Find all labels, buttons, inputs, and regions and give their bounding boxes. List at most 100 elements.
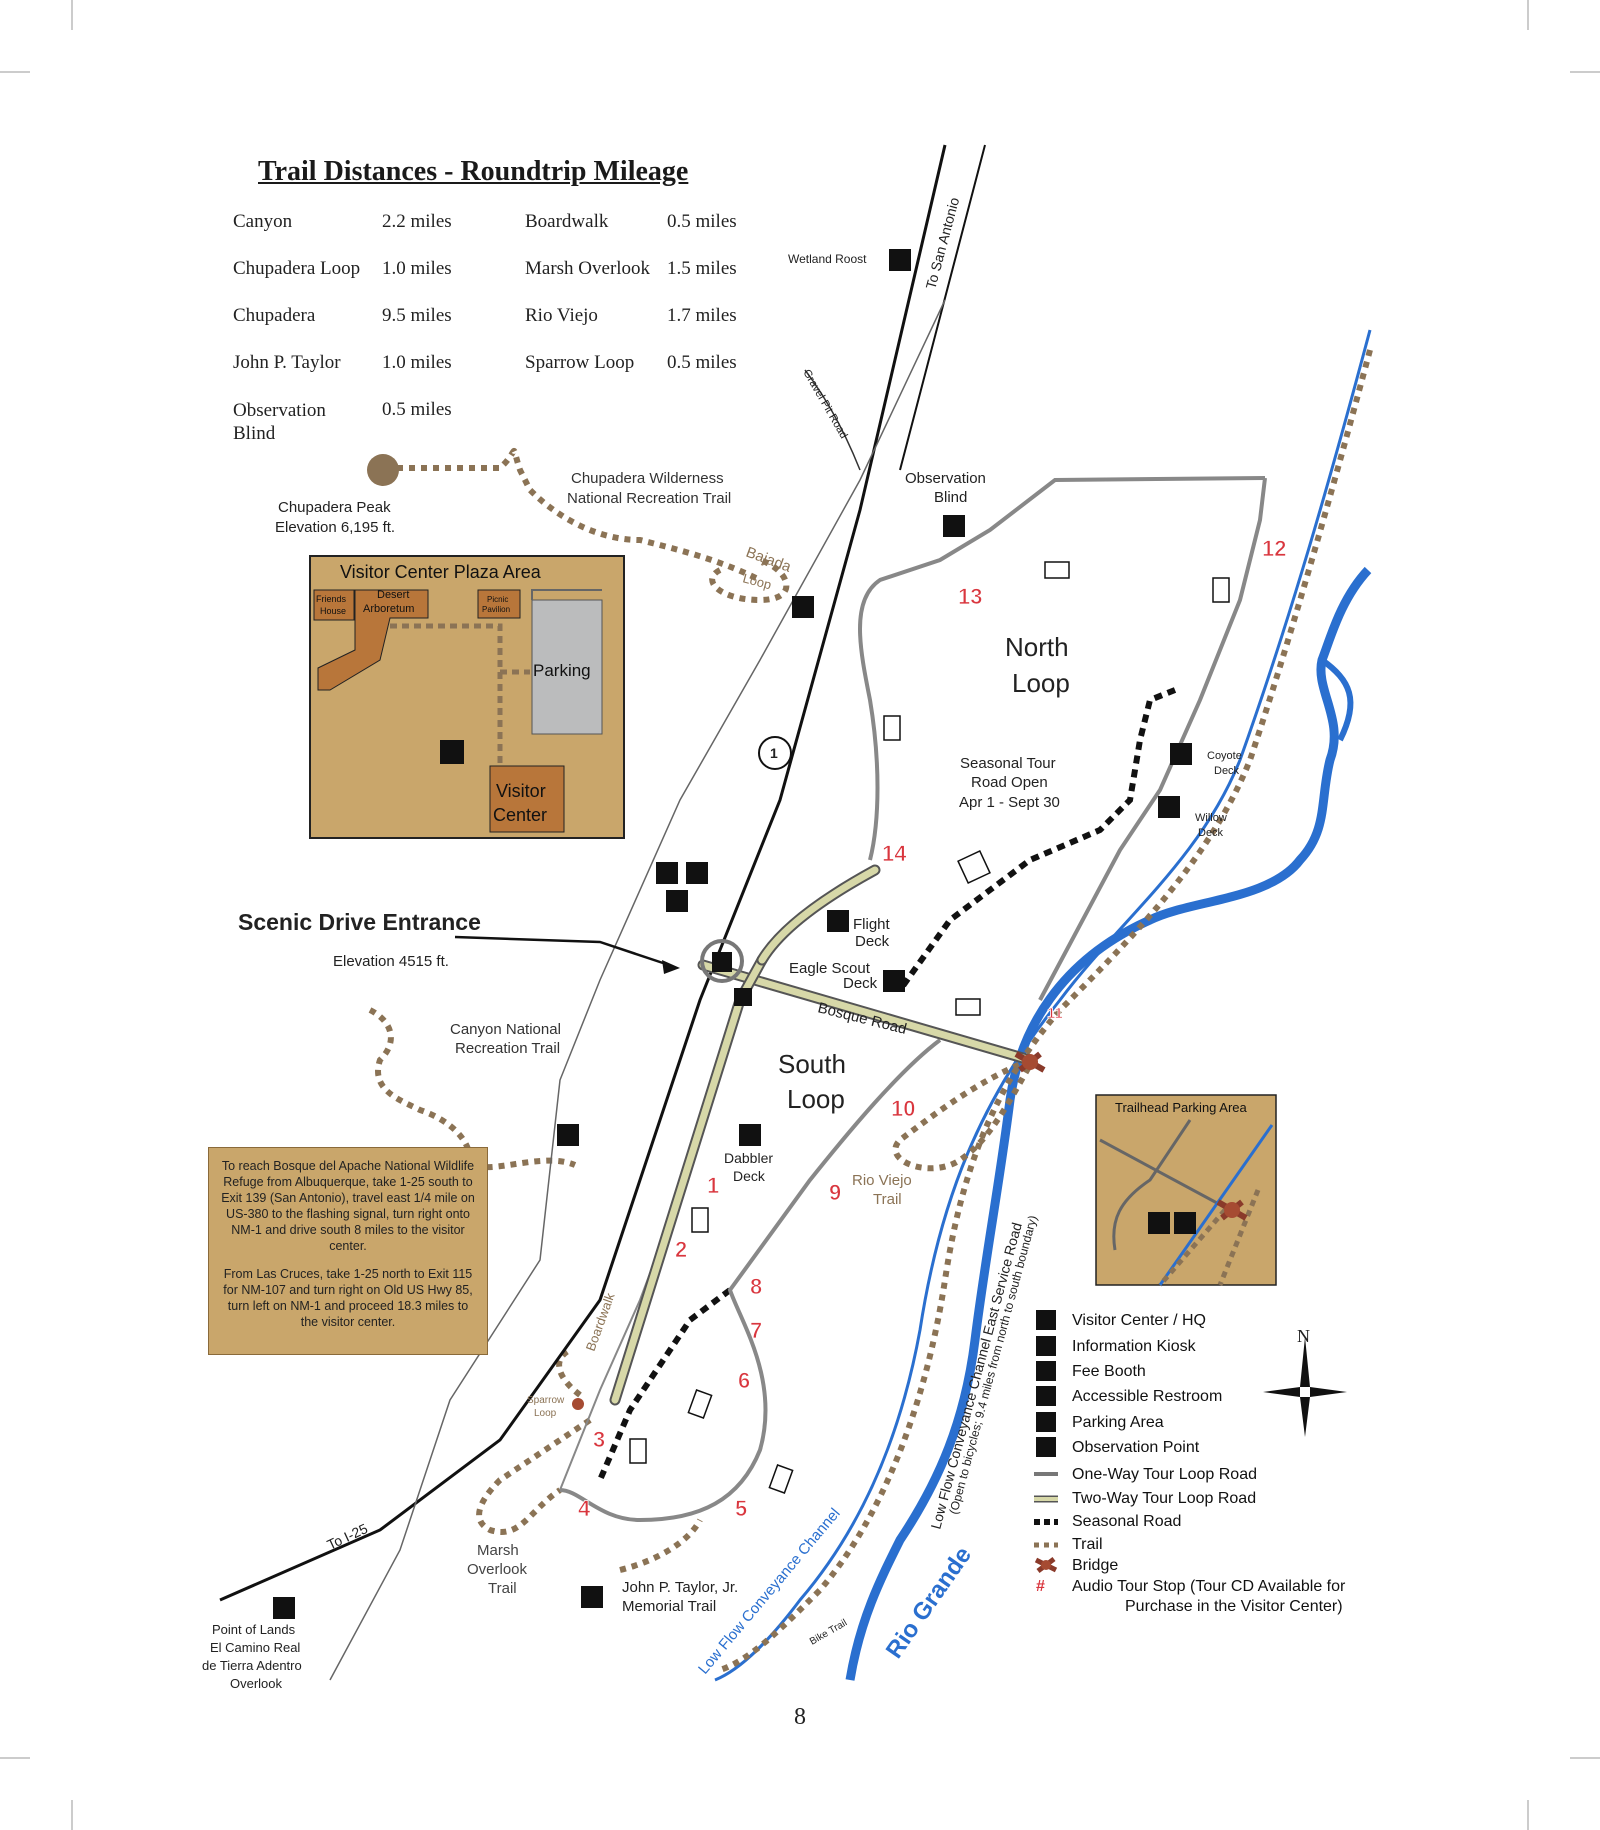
- trail-lines: [368, 349, 1373, 1673]
- audio-stop-6: 6: [738, 1368, 750, 1393]
- trail-name: Boardwalk: [525, 211, 609, 232]
- desert-arboretum-label: Arboretum: [363, 603, 414, 615]
- audio-stop-2: 2: [675, 1237, 687, 1262]
- parking-icon: [1148, 1212, 1170, 1234]
- trail-name: Rio Viejo: [525, 305, 598, 326]
- east-service-road-label: Low Flow Conveyance Channel East Service…: [927, 1221, 1024, 1531]
- seasonal-road-north: [897, 687, 1177, 992]
- legend-label: Information Kiosk: [1072, 1338, 1196, 1355]
- directions-box: To reach Bosque del Apache National Wild…: [208, 1147, 488, 1355]
- two-way-roads: [609, 864, 1036, 1406]
- point-of-lands-label: Overlook: [230, 1676, 283, 1691]
- audio-stop-10: 10: [891, 1096, 915, 1121]
- legend-row: Fee Booth: [1072, 1361, 1146, 1383]
- dabbler-deck-label: Deck: [733, 1168, 766, 1184]
- trailhead-inset: [1095, 1094, 1277, 1287]
- east-service-road-trail: [719, 349, 1373, 1673]
- wetland-roost-label: Wetland Roost: [788, 252, 867, 266]
- chupadera-peak-label: Chupadera Peak: [278, 499, 391, 516]
- to-i25-label: To I-25: [325, 1520, 371, 1553]
- willow-deck-label: Willow: [1195, 812, 1227, 824]
- trail-name: John P. Taylor: [233, 352, 341, 373]
- chupadera-trail-label: National Recreation Trail: [567, 490, 731, 507]
- sparrow-loop: [556, 1347, 582, 1398]
- accessible-restroom-icon: [440, 740, 464, 764]
- point-of-lands-label: El Camino Real: [210, 1640, 300, 1655]
- legend-row: Parking Area: [1072, 1412, 1164, 1434]
- trail-miles: 2.2 miles: [382, 211, 452, 232]
- seasonal-road-label: Road Open: [971, 774, 1048, 791]
- audio-stop-5: 5: [735, 1496, 747, 1521]
- legend-label: Observation Point: [1072, 1439, 1200, 1456]
- bosque-road-label: Bosque Road: [816, 999, 908, 1037]
- rio-viejo-label: Rio Viejo: [852, 1172, 912, 1189]
- visitor-center-label: Visitor: [496, 781, 546, 801]
- trailhead-title: Trailhead Parking Area: [1115, 1100, 1248, 1115]
- highway-nm1: [219, 144, 947, 1602]
- mileage-title: Trail Distances - Roundtrip Mileage: [258, 156, 689, 187]
- observation-point-icon: [943, 515, 965, 537]
- rio-viejo-trail: [892, 1057, 1033, 1172]
- willow-deck-label: Deck: [1198, 827, 1224, 839]
- picnic-pavilion-label: Pavilion: [482, 605, 510, 614]
- canyon-trail-label: Recreation Trail: [455, 1040, 560, 1057]
- bike-trail-label: Bike Trail: [808, 1618, 849, 1648]
- bajada-loop-label: Loop: [741, 570, 773, 592]
- trail-miles: 1.0 miles: [382, 352, 452, 373]
- friends-house-label: Friends: [316, 594, 347, 604]
- chupadera-peak-marker: [367, 454, 399, 486]
- legend-label: Purchase in the Visitor Center): [1125, 1598, 1343, 1615]
- jpt-trail: [619, 1518, 703, 1573]
- legend-label: Visitor Center / HQ: [1072, 1312, 1206, 1329]
- audio-stop-9: 9: [829, 1180, 841, 1205]
- seasonal-road-label: Seasonal Tour: [960, 755, 1056, 772]
- point-of-lands-label: Point of Lands: [212, 1622, 296, 1637]
- eagle-scout-deck-label: Deck: [843, 975, 878, 992]
- trail-miles: 0.5 miles: [382, 399, 452, 420]
- seasonal-road-label: Apr 1 - Sept 30: [959, 794, 1060, 811]
- point-of-lands-label: de Tierra Adentro: [202, 1658, 302, 1673]
- trail-miles: 0.5 miles: [667, 352, 737, 373]
- legend-row: One-Way Tour Loop Road: [1072, 1464, 1257, 1486]
- audio-stop-3: 3: [593, 1427, 605, 1452]
- observation-point-icon: [1158, 796, 1180, 818]
- bridge-icon: [1216, 1199, 1248, 1221]
- north-arrow-icon: [1263, 1337, 1347, 1437]
- canyon-trail: [368, 1007, 577, 1171]
- south-loop-road: [559, 1038, 942, 1523]
- legend-row: Trail: [1072, 1534, 1103, 1556]
- observation-point-icon: [581, 1586, 603, 1608]
- plaza-title: Visitor Center Plaza Area: [340, 562, 542, 582]
- rio-grande-river: [845, 566, 1372, 1681]
- trail-miles: 1.5 miles: [667, 258, 737, 279]
- low-flow-channel: [714, 329, 1372, 1682]
- legend-row: Information Kiosk: [1072, 1336, 1196, 1358]
- scenic-drive-arrow: [454, 935, 673, 968]
- legend-label: Seasonal Road: [1072, 1513, 1182, 1530]
- audio-stop-7: 7: [750, 1318, 762, 1343]
- north-loop-label: Loop: [1012, 668, 1070, 698]
- audio-stop-11: 11: [1047, 1005, 1063, 1022]
- observation-blind-label: Observation: [905, 470, 986, 487]
- directions-albuquerque: To reach Bosque del Apache National Wild…: [221, 1159, 475, 1253]
- sparrow-loop-label: Loop: [534, 1408, 557, 1419]
- south-loop-label: South: [778, 1049, 846, 1079]
- trail-miles: 9.5 miles: [382, 305, 452, 326]
- sparrow-loop-label: Sparrow: [527, 1395, 565, 1406]
- marsh-overlook-label: Marsh: [477, 1542, 519, 1559]
- observation-point-icon: [827, 910, 849, 932]
- entrance-roundabout: [700, 939, 744, 983]
- audio-stop-4: 4: [578, 1496, 591, 1521]
- east-service-road-sublabel: (Open to bicycles; 9.4 miles from north …: [946, 1214, 1039, 1516]
- north-loop-label: North: [1005, 632, 1069, 662]
- marsh-overlook-label: Overlook: [467, 1561, 528, 1578]
- visitor-center-label: Center: [493, 805, 547, 825]
- audio-stop-icon: #: [1036, 1578, 1045, 1595]
- marsh-overlook-trail: [476, 1417, 592, 1535]
- legend-label: Bridge: [1072, 1557, 1119, 1574]
- trail-name: Sparrow Loop: [525, 352, 635, 373]
- legend-row: Bridge: [1072, 1555, 1118, 1577]
- canyon-trail-label: Canyon National: [450, 1021, 561, 1038]
- legend-row: Seasonal Road: [1072, 1511, 1181, 1533]
